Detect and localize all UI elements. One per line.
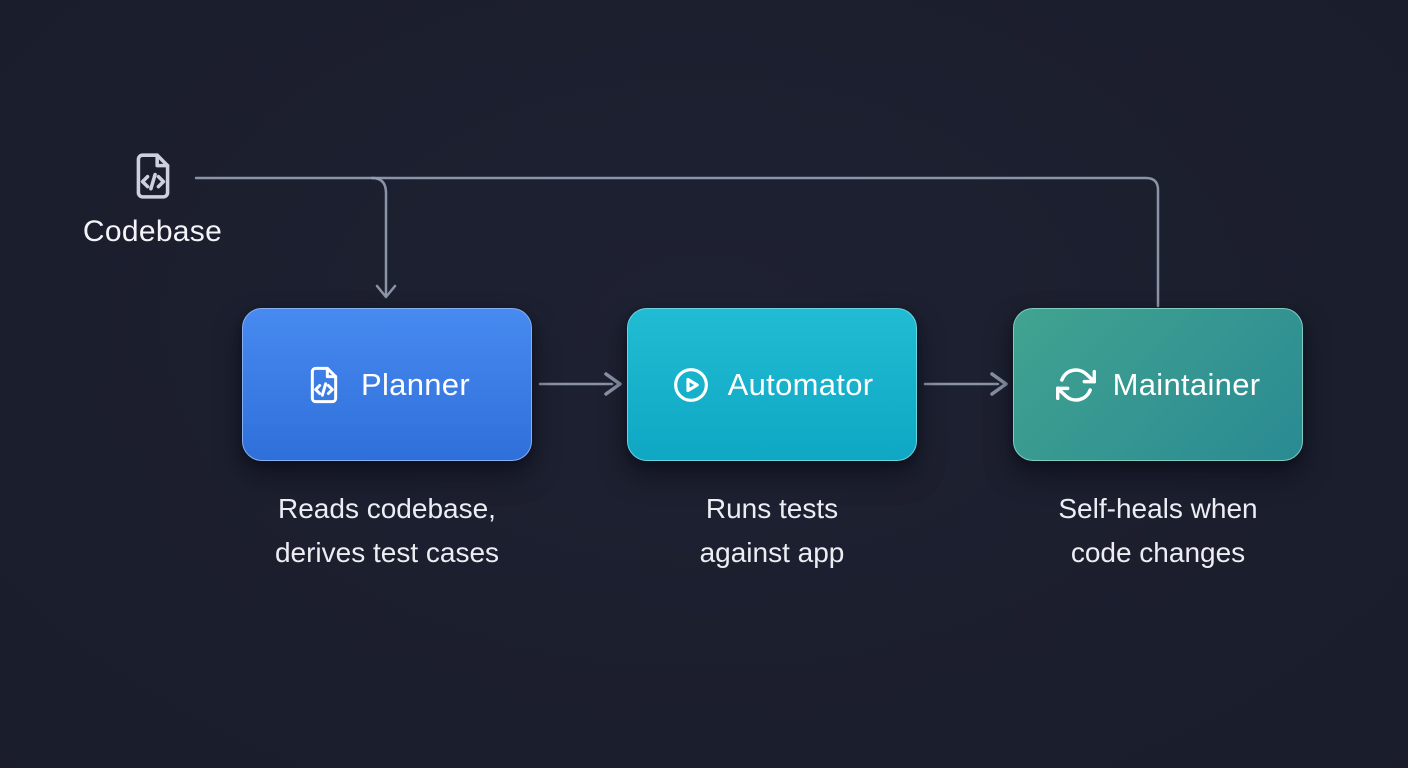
codebase-label: Codebase [82,215,223,248]
planner-label: Planner [361,366,470,402]
planner-box: Planner [242,308,532,461]
file-code-icon [310,366,338,403]
file-code-icon [136,153,169,199]
caption-line: code changes [1070,537,1246,568]
codebase-to-planner-arrowhead [375,284,397,299]
caption-line: against app [699,537,845,568]
caption-line: derives test cases [274,537,500,568]
codebase-to-planner-line [370,176,388,296]
caption-line: Runs tests [705,493,839,524]
node-automator: Automator Runs tests against app [627,308,917,575]
automator-label: Automator [727,366,874,402]
planner-caption: Reads codebase, derives test cases [275,487,499,575]
automator-to-maintainer-arrowhead [990,372,1008,396]
planner-to-automator-arrowhead [604,372,622,396]
sync-icon [1055,367,1096,402]
automator-caption: Runs tests against app [700,487,845,575]
maintainer-label: Maintainer [1112,366,1261,402]
maintainer-caption: Self-heals when code changes [1058,487,1257,575]
codebase-source: Codebase [74,149,231,249]
codebase-to-maintainer-line [194,176,1160,308]
node-planner: Planner Reads codebase, derives test cas… [242,308,532,575]
caption-line: Reads codebase, [278,493,496,524]
node-maintainer: Maintainer Self-heals when code changes [1013,308,1303,575]
maintainer-box: Maintainer [1013,308,1303,461]
caption-line: Self-heals when [1058,493,1258,524]
automator-box: Automator [627,308,917,461]
play-circle-icon [673,367,708,402]
